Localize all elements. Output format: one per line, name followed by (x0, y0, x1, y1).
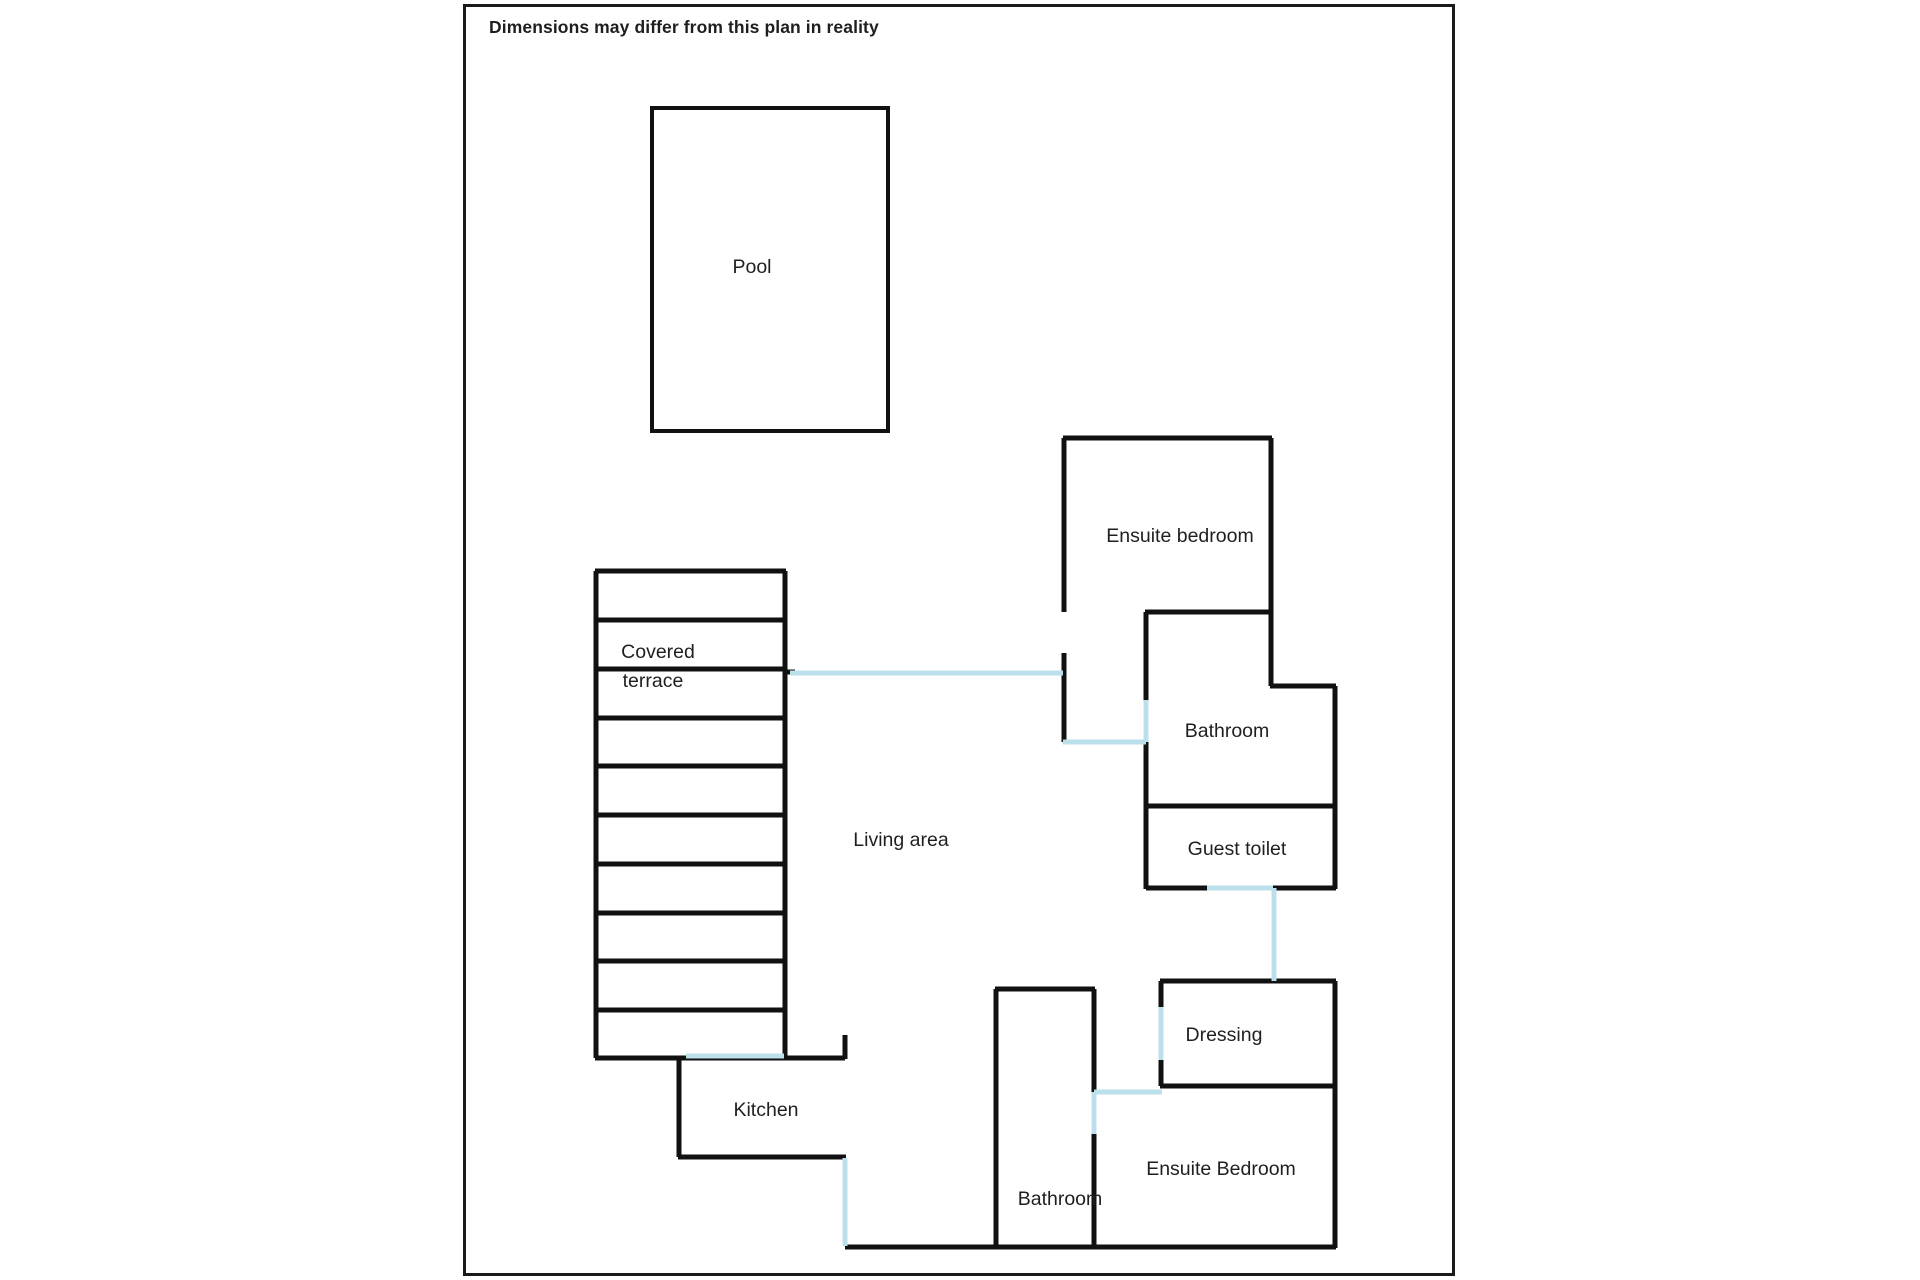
openings-group (686, 670, 1277, 1246)
room-label-dressing: Dressing (1186, 1024, 1263, 1046)
room-label-guest-toilet: Guest toilet (1188, 838, 1287, 860)
pool-outline (650, 106, 890, 433)
pool-shape (650, 106, 890, 433)
disclaimer-text: Dimensions may differ from this plan in … (489, 17, 879, 37)
room-label-ensuite-bedroom-upper: Ensuite bedroom (1106, 525, 1253, 547)
room-label-living-area: Living area (853, 829, 949, 851)
room-label-bathroom-upper: Bathroom (1185, 720, 1270, 742)
plan-sheet (463, 4, 1455, 1276)
room-label-bathroom-lower: Bathroom (1018, 1188, 1103, 1210)
room-label-covered-terrace-line2: terrace (623, 670, 684, 692)
room-label-covered-terrace-line1: Covered (621, 641, 695, 663)
room-label-pool: Pool (732, 256, 771, 278)
room-label-ensuite-bedroom-lower: Ensuite Bedroom (1146, 1158, 1296, 1180)
walls-group (593, 435, 1338, 1250)
room-label-kitchen: Kitchen (733, 1099, 798, 1121)
